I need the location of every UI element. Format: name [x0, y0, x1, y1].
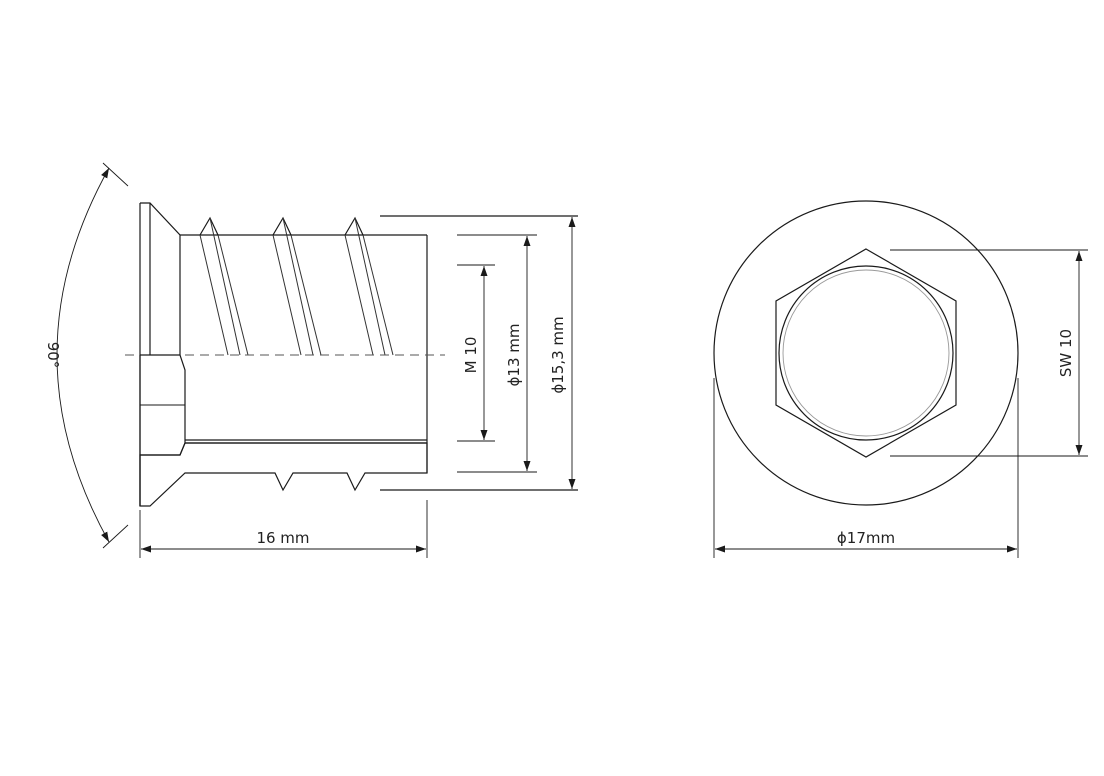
inner-diameter-label: ϕ13 mm [505, 324, 523, 387]
thread-size-dimension: M 10 [457, 264, 495, 442]
wrench-size-dimension: SW 10 [890, 249, 1088, 457]
outer-diameter-dimension: ϕ15,3 mm [549, 217, 576, 489]
bore-circle [778, 265, 954, 441]
length-dimension: 16 mm [139, 500, 428, 558]
hex-socket [775, 248, 957, 458]
thread-size-label: M 10 [462, 337, 480, 374]
angle-label: 90° [44, 342, 62, 369]
length-label: 16 mm [256, 529, 309, 547]
flange-diameter-label: ϕ17mm [837, 529, 895, 547]
front-view [713, 200, 1019, 506]
angle-dimension: 90° [44, 162, 129, 549]
wrench-size-label: SW 10 [1057, 329, 1075, 377]
inner-diameter-dimension: ϕ13 mm [457, 234, 537, 473]
flange-circle [713, 200, 1019, 506]
flange-diameter-dimension: ϕ17mm [713, 378, 1019, 558]
outer-diameter-label: ϕ15,3 mm [549, 316, 567, 393]
side-view [125, 202, 578, 507]
